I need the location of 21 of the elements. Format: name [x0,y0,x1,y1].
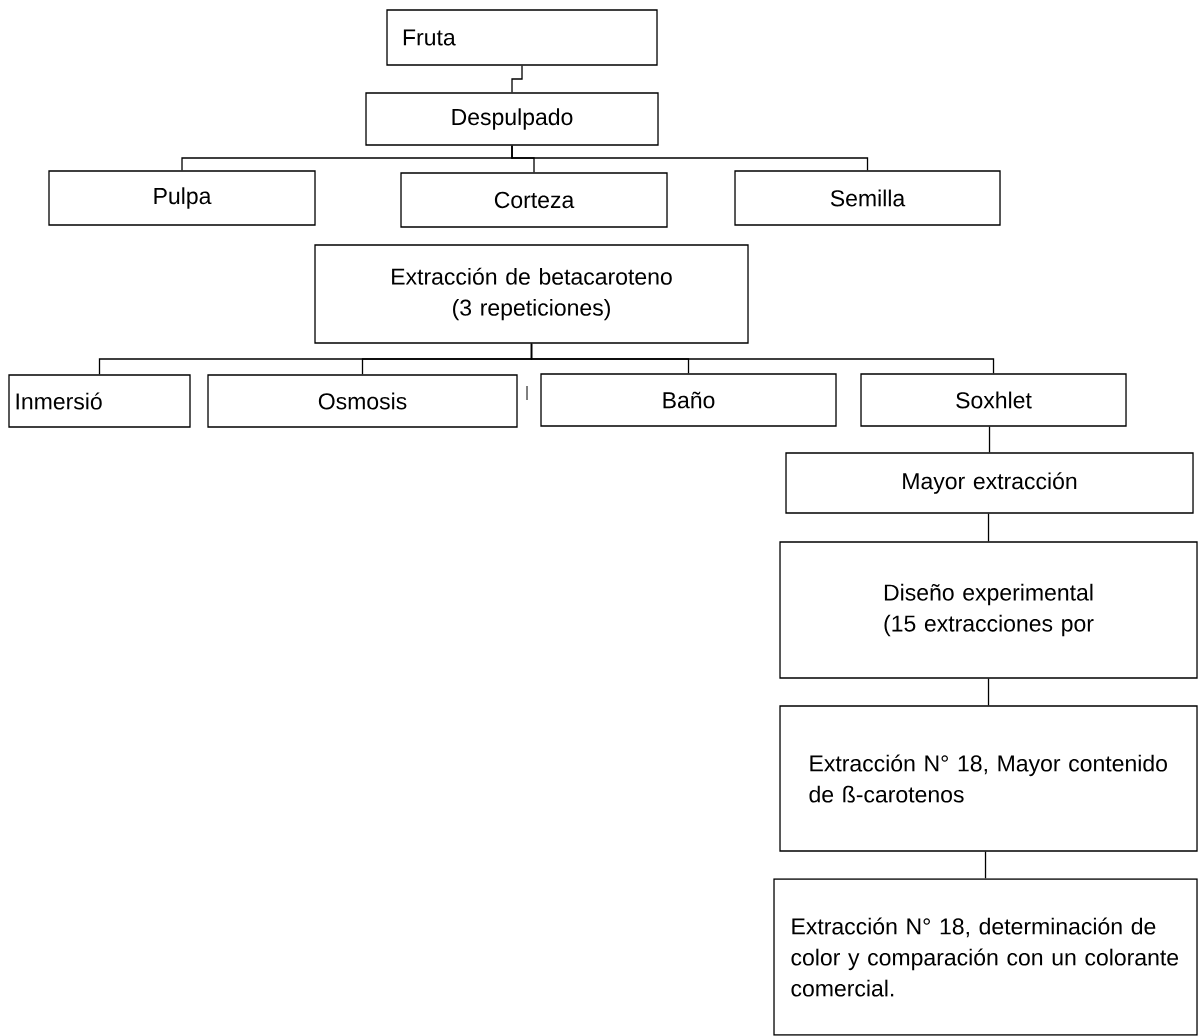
connector-line [988,426,991,453]
connector-line [987,513,990,542]
process-box: Pulpa [48,170,316,226]
process-box: Mayor extracción [785,452,1194,514]
process-box: Osmosis [207,374,518,428]
process-box: Extracción N° 18, Mayor contenido de ß-carotenos [779,705,1198,852]
process-box: Soxhlet [860,373,1127,427]
process-box: Despulpado [365,92,659,146]
process-box: Diseño experimental (15 extracciones por [779,541,1198,679]
process-box: Semilla [734,170,1001,226]
process-box: Extracción N° 18, determinación de color y comparación con un colorante comercial. [773,878,1198,1036]
connector-line [511,145,869,171]
connector-line [530,343,995,374]
process-box: Corteza [400,172,668,228]
process-box: Extracción de betacaroteno (3 repeticiones) [314,244,749,344]
process-box: Inmersió [8,374,191,428]
connector-line [984,851,987,879]
process-box: Baño [540,373,837,427]
process-box: Fruta [386,9,658,66]
connector-line [987,678,990,706]
connector-line [511,65,523,93]
